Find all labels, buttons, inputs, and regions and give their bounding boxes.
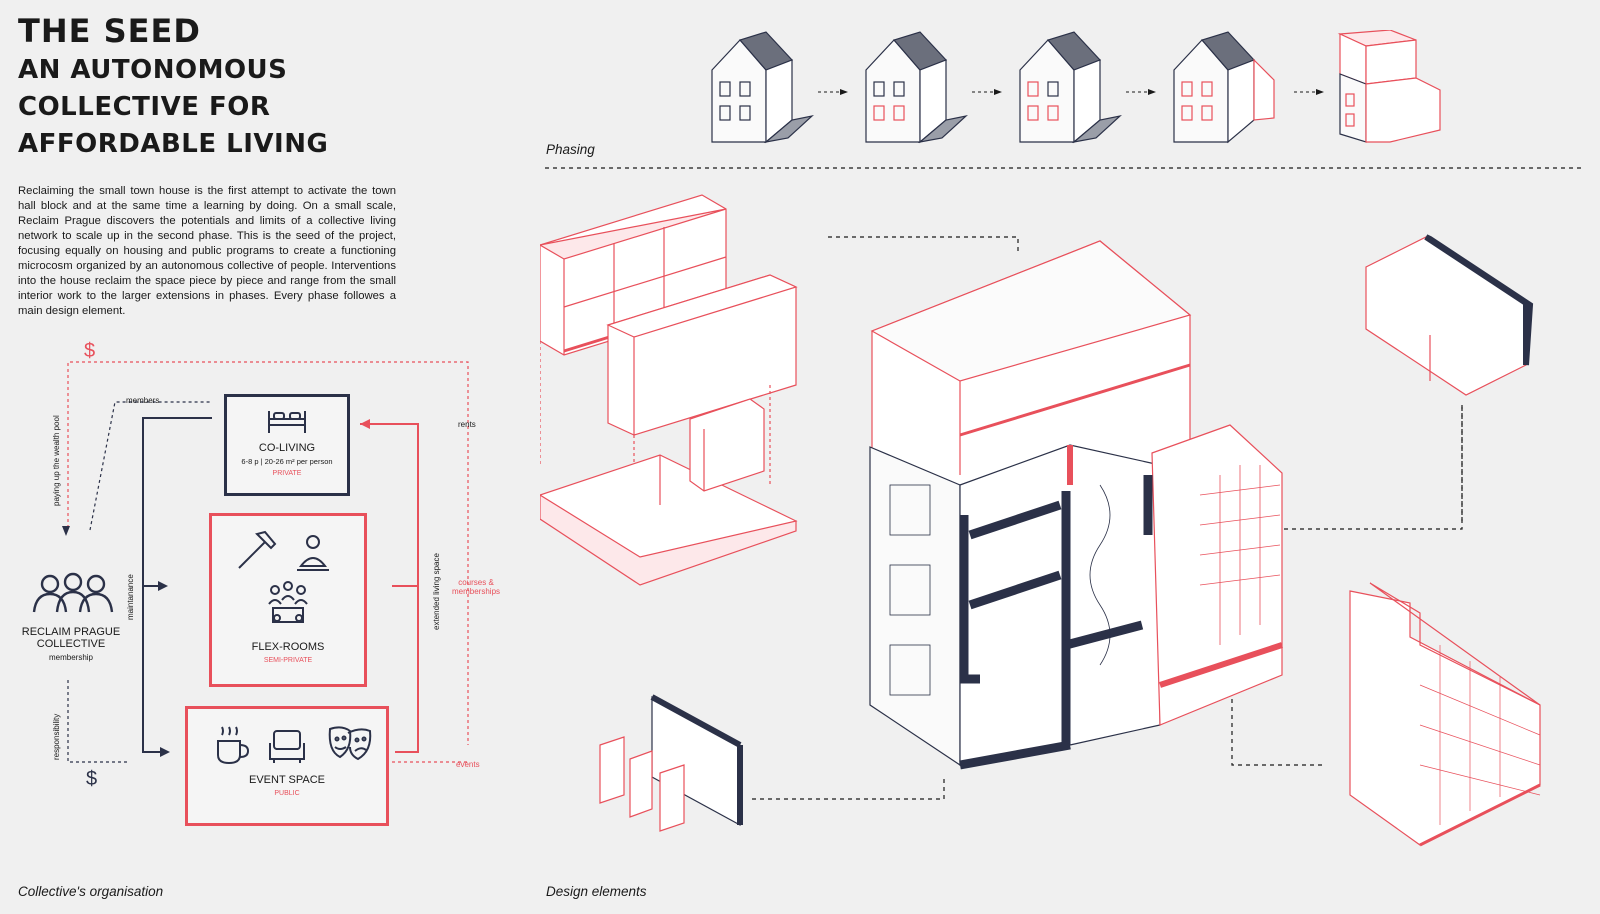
page-subtitle: AN AUTONOMOUS COLLECTIVE FOR AFFORDABLE … bbox=[18, 52, 328, 163]
phase-house-3 bbox=[1019, 31, 1122, 144]
flex-rooms-tag: SEMI-PRIVATE bbox=[263, 657, 313, 664]
subtitle-line: AFFORDABLE LIVING bbox=[18, 129, 329, 159]
wealth-pool-line bbox=[67, 361, 469, 745]
paying-label: paying up the wealth pool bbox=[52, 415, 61, 506]
arrow-icon bbox=[158, 581, 168, 591]
meditation-icon bbox=[297, 535, 329, 571]
collective-sub: membership bbox=[48, 653, 93, 662]
subtitle-line: COLLECTIVE FOR bbox=[18, 92, 271, 122]
phase-house-1 bbox=[711, 31, 814, 144]
library-element bbox=[1349, 582, 1541, 847]
arrow-icon bbox=[160, 747, 170, 757]
module-lower bbox=[540, 398, 798, 586]
courses-label-line: courses & bbox=[458, 578, 494, 587]
organisation-caption: Collective's organisation bbox=[18, 884, 164, 899]
courses-label: courses & memberships bbox=[452, 578, 500, 596]
event-space-box: EVENT SPACE PUBLIC bbox=[185, 706, 389, 826]
phase-house-4 bbox=[1173, 31, 1275, 144]
module-box-plain bbox=[606, 274, 798, 436]
event-space-name: EVENT SPACE bbox=[248, 774, 325, 786]
coffee-icon bbox=[217, 726, 250, 765]
organisation-connectors bbox=[32, 361, 469, 763]
collective-name: COLLECTIVE bbox=[36, 638, 106, 650]
collective-node: RECLAIM PRAGUE COLLECTIVE membership bbox=[18, 626, 124, 662]
arrow-icon bbox=[62, 526, 70, 536]
events-label: events bbox=[456, 760, 480, 769]
members-line bbox=[89, 401, 212, 531]
event-icons bbox=[217, 726, 372, 765]
theater-masks-icon bbox=[328, 726, 372, 761]
people-icon bbox=[32, 572, 114, 613]
coliving-sub: 6-8 p | 20-26 m² per person bbox=[241, 457, 333, 466]
arrow-icon bbox=[360, 419, 370, 429]
collective-name: RECLAIM PRAGUE bbox=[21, 626, 121, 638]
phasing-caption: Phasing bbox=[546, 142, 595, 157]
courses-label-line: memberships bbox=[452, 587, 501, 596]
rents-line bbox=[360, 423, 419, 753]
responsibility-label: responsibility bbox=[52, 713, 61, 760]
hammer-icon bbox=[238, 530, 277, 569]
phasing-strip bbox=[545, 30, 1585, 169]
main-building bbox=[869, 240, 1283, 770]
meeting-icon bbox=[268, 581, 308, 623]
members-label: members bbox=[126, 396, 160, 405]
extended-label: extended living space bbox=[432, 553, 441, 630]
bed-icon bbox=[268, 411, 306, 433]
page-title: THE SEED bbox=[18, 12, 201, 50]
event-space-tag: PUBLIC bbox=[274, 790, 300, 797]
phase-house-5 bbox=[1337, 30, 1441, 143]
flex-icons bbox=[238, 530, 329, 623]
flex-rooms-box: FLEX-ROOMS SEMI-PRIVATE bbox=[209, 513, 367, 687]
dollar-icon: $ bbox=[84, 340, 96, 362]
design-elements-drawing bbox=[540, 194, 1541, 847]
phase-house-2 bbox=[865, 31, 968, 144]
subtitle-line: AN AUTONOMOUS bbox=[18, 55, 288, 85]
responsibility-line bbox=[67, 680, 128, 763]
coliving-name: CO-LIVING bbox=[258, 442, 316, 454]
intro-paragraph: Reclaiming the small town house is the f… bbox=[18, 185, 396, 317]
wall-element-top bbox=[1365, 234, 1534, 396]
flex-rooms-name: FLEX-ROOMS bbox=[251, 641, 325, 653]
facade-element bbox=[599, 694, 743, 832]
armchair-icon bbox=[269, 730, 305, 763]
coliving-tag: PRIVATE bbox=[272, 470, 302, 477]
coliving-box: CO-LIVING 6-8 p | 20-26 m² per person PR… bbox=[224, 394, 350, 496]
dollar-icon: $ bbox=[86, 768, 98, 790]
maintanance-label: maintanance bbox=[126, 574, 135, 620]
design-elements-caption: Design elements bbox=[546, 884, 647, 899]
rents-label: rents bbox=[458, 420, 476, 429]
